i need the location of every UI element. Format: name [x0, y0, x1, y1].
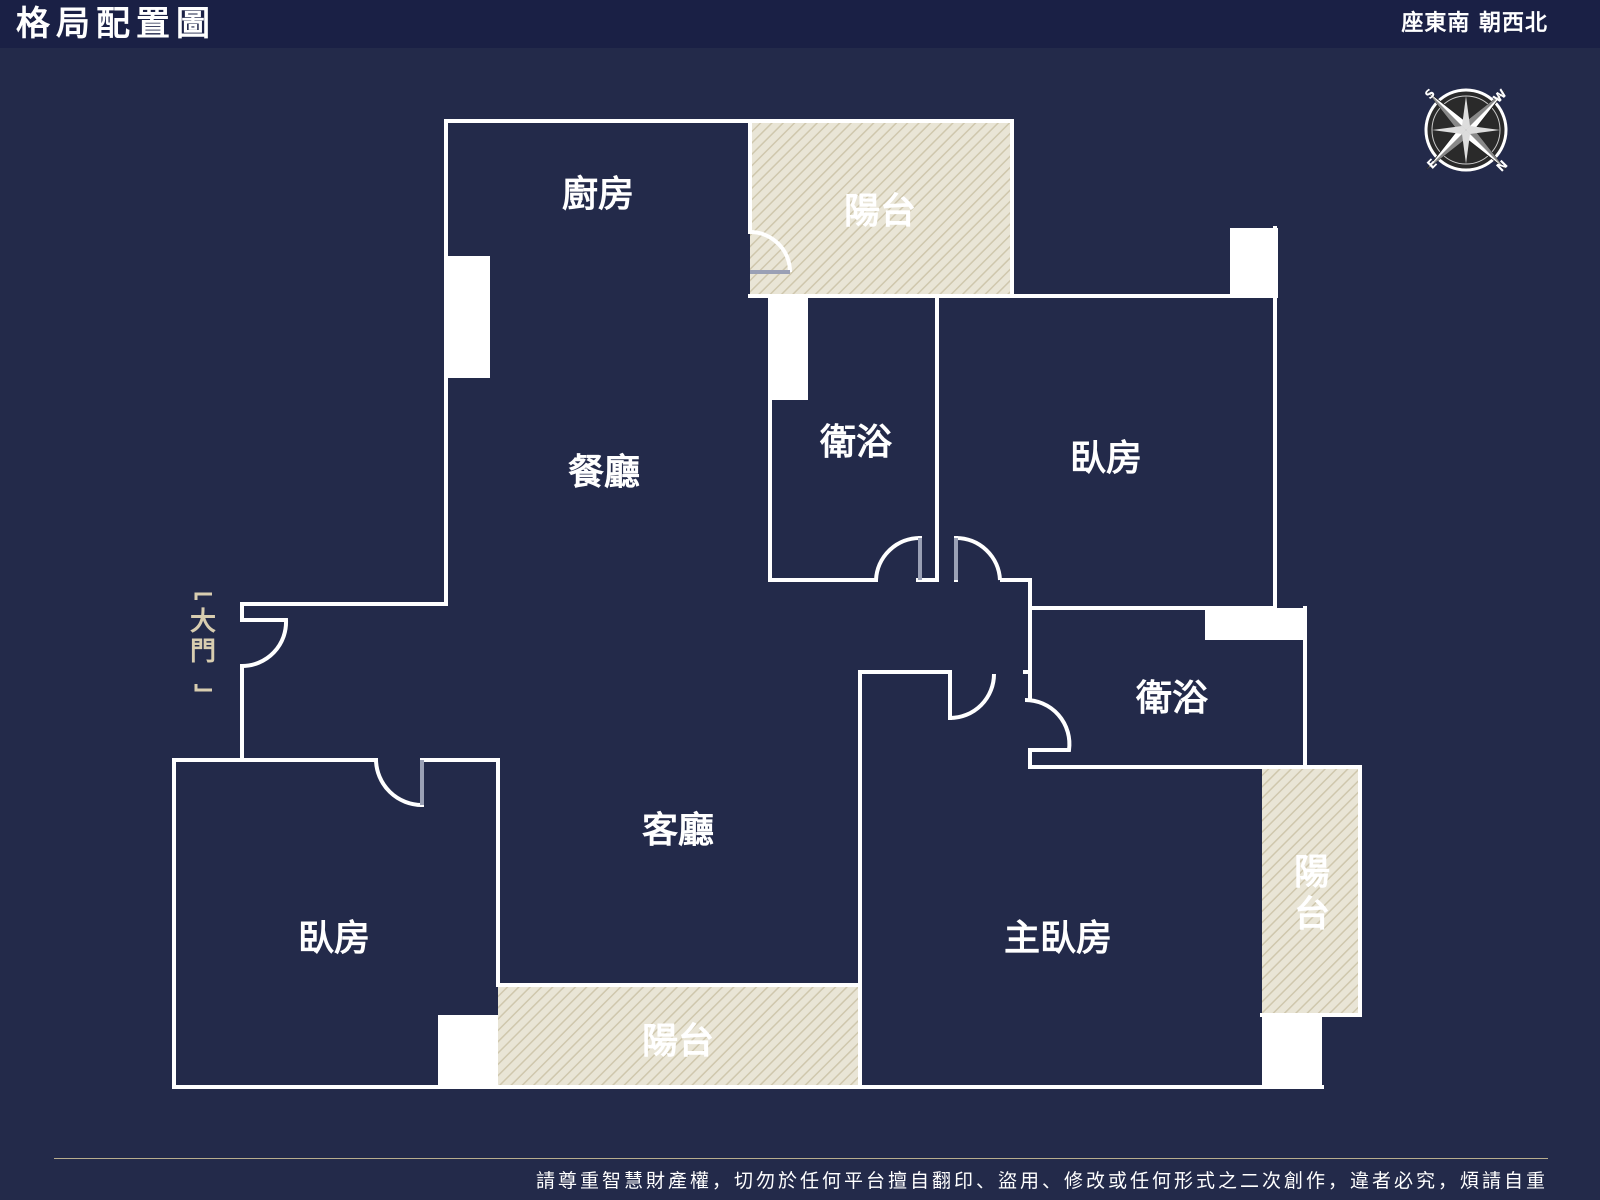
label-balcony-top: 陽台 — [844, 191, 916, 232]
compass-rose-icon: S W N E — [1422, 86, 1511, 175]
balcony-top — [750, 121, 1012, 296]
door-leaves — [420, 270, 958, 805]
label-balcony-right-1: 陽 — [1294, 852, 1330, 893]
label-entrance-door: 大門 — [190, 607, 216, 667]
header-bar: 格局配置圖 座東南 朝西北 — [0, 0, 1600, 48]
balcony-right — [1262, 767, 1360, 1015]
pillars — [438, 228, 1322, 1087]
label-bedroom-upper-right: 臥房 — [1070, 438, 1142, 479]
label-balcony-right-2: 台 — [1294, 894, 1330, 935]
orientation-text: 座東南 朝西北 — [1401, 11, 1548, 36]
page-title: 格局配置圖 — [16, 4, 216, 44]
label-dining: 餐廳 — [568, 451, 640, 493]
footer-divider — [54, 1158, 1548, 1159]
label-living: 客廳 — [642, 809, 714, 851]
entrance-door-char: 門 — [190, 637, 216, 667]
balcony-bottom — [498, 985, 858, 1087]
door-swings — [241, 230, 1072, 807]
copyright-disclaimer: 請尊重智慧財產權，切勿於任何平台擅自翻印、盜用、修改或任何形式之二次創作，違者必… — [535, 1170, 1548, 1192]
label-balcony-bottom: 陽台 — [642, 1021, 714, 1062]
label-bath-right: 衛浴 — [1135, 678, 1209, 719]
label-bedroom-left: 臥房 — [298, 918, 370, 959]
label-kitchen: 廚房 — [562, 173, 634, 215]
label-bath-upper: 衛浴 — [819, 422, 893, 463]
entrance-brackets — [194, 592, 212, 692]
label-master-bedroom: 主臥房 — [1004, 918, 1112, 959]
entrance-door-char: 大 — [190, 607, 216, 637]
